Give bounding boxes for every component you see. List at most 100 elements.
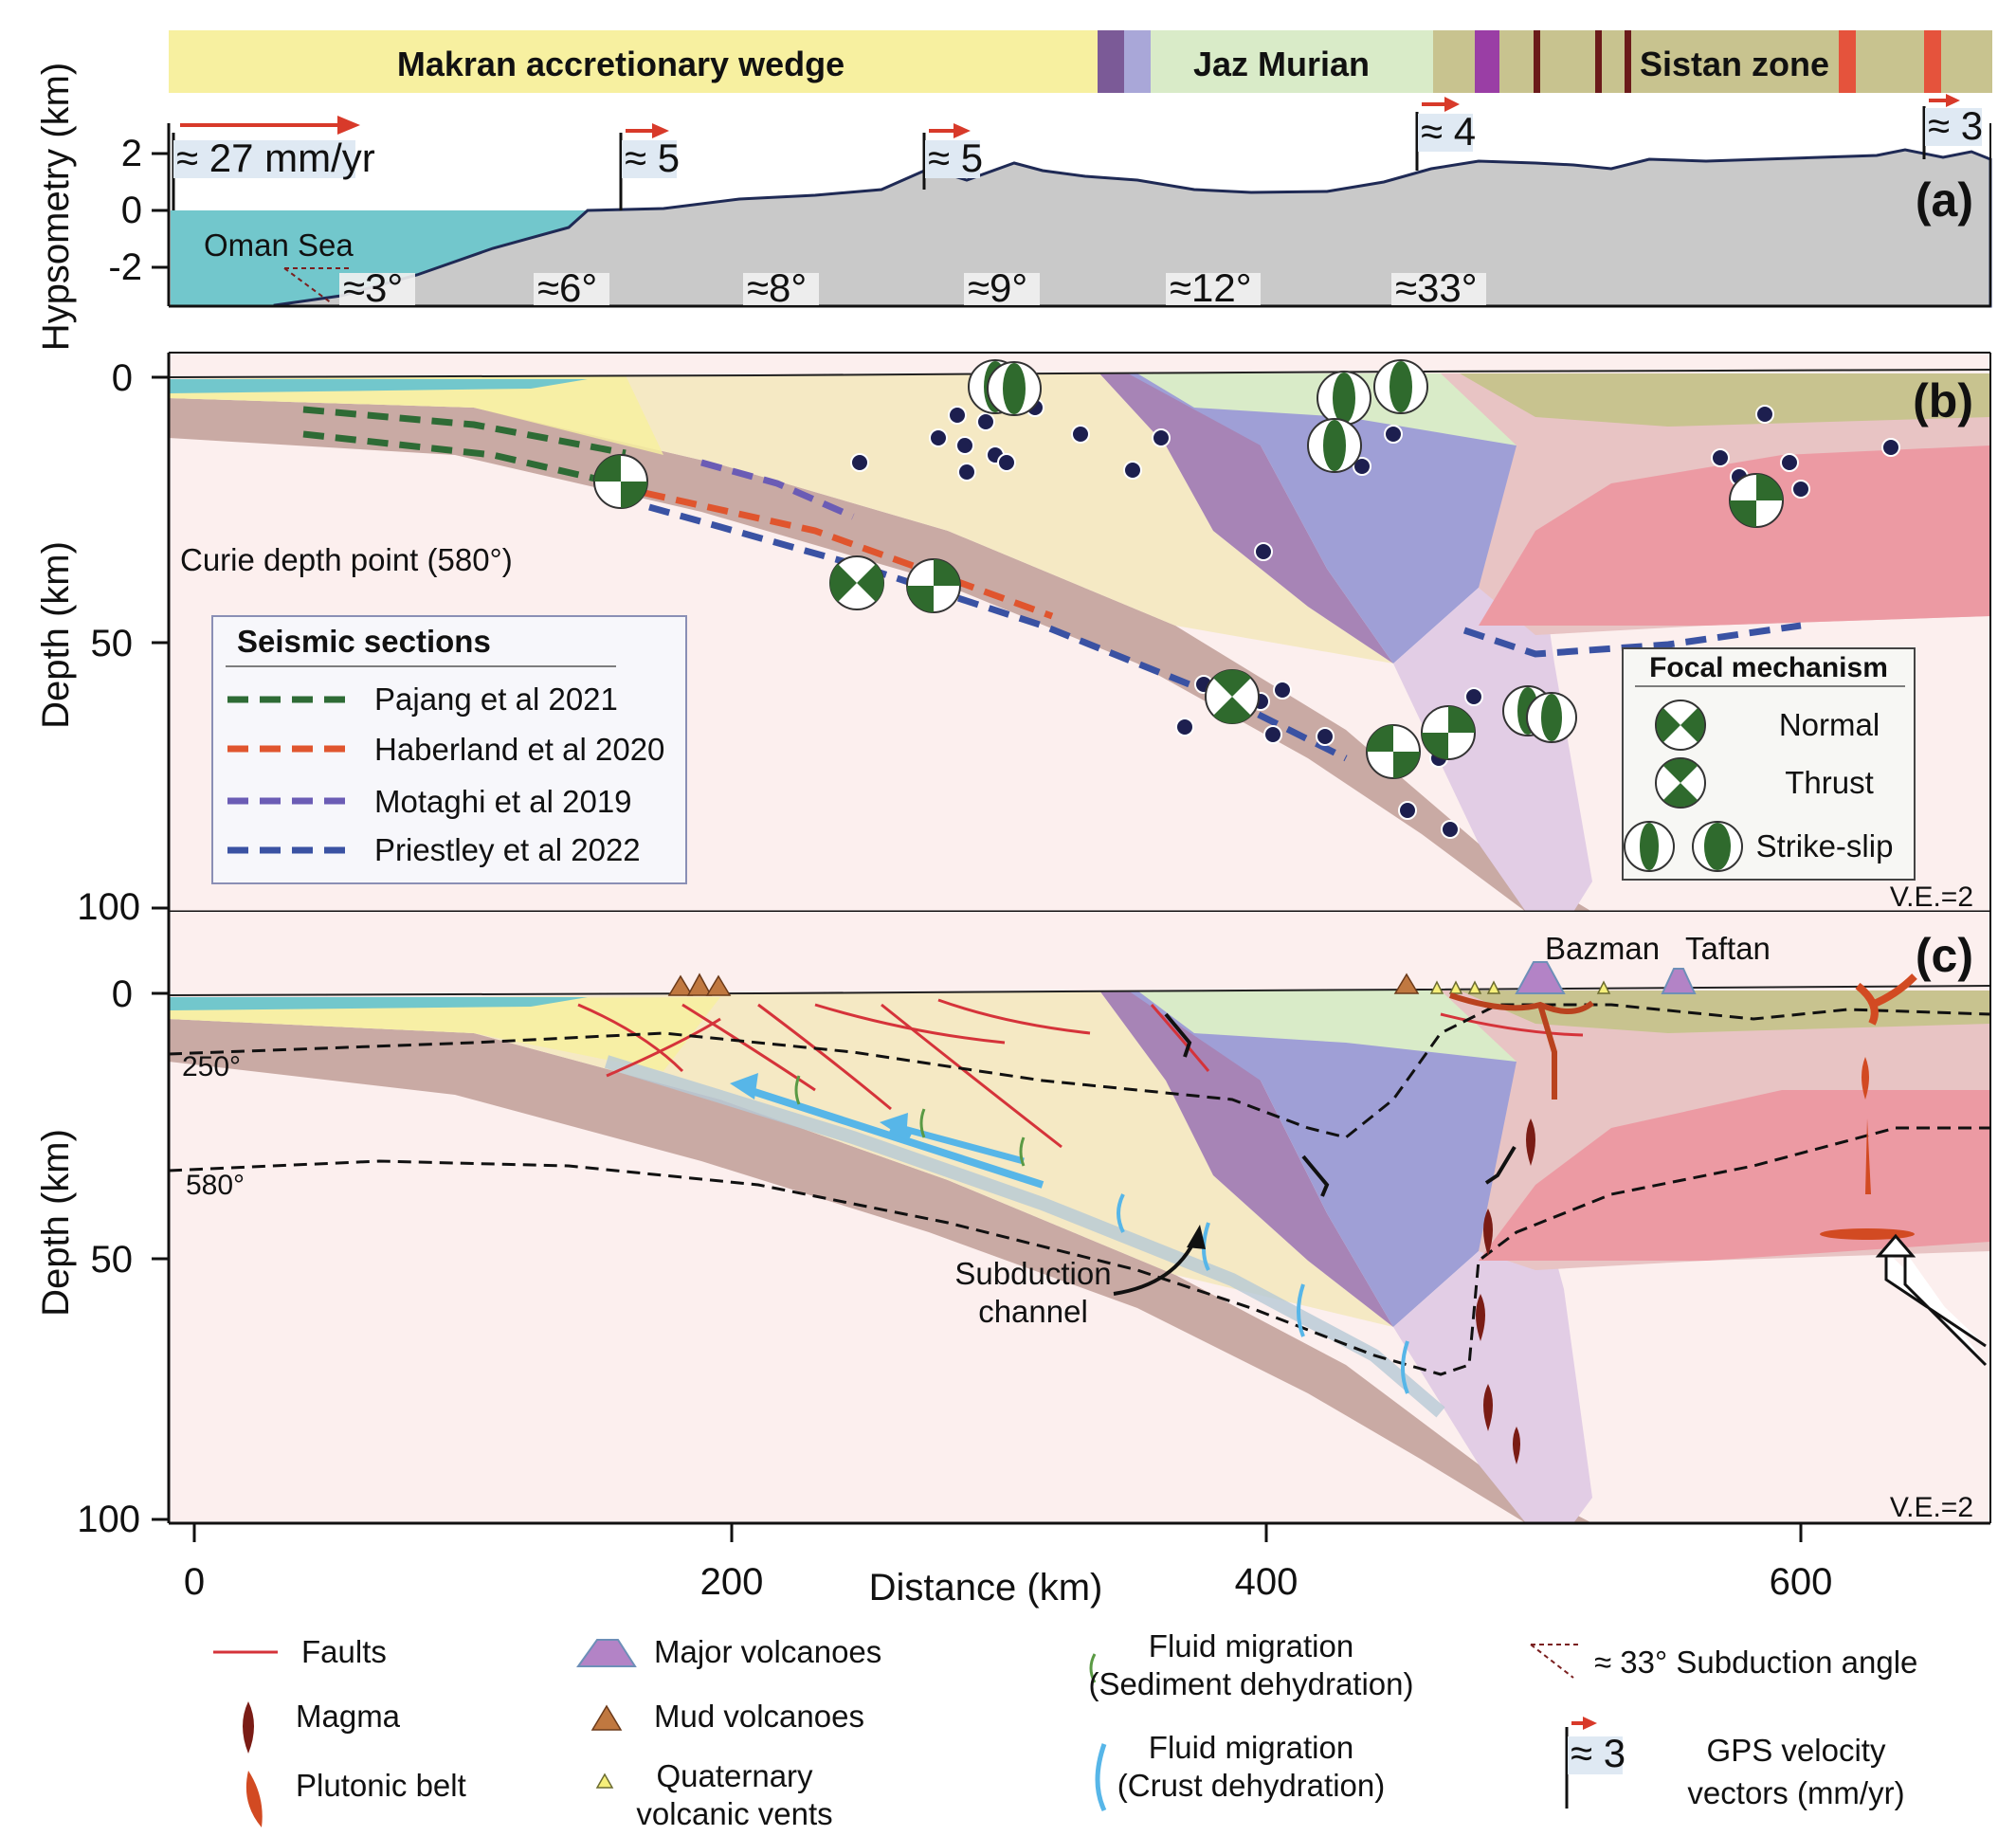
panel-b-ve: V.E.=2 xyxy=(1890,882,1973,913)
q-vent xyxy=(1429,980,1444,994)
fault-line xyxy=(681,1003,816,1092)
red-strip-2 xyxy=(1924,30,1941,93)
priestley-line-1 xyxy=(648,503,1348,762)
panel-a-y-label: Hypsometry (km) xyxy=(35,63,77,351)
angle-bg-1 xyxy=(339,273,415,305)
panel-b-label: (b) xyxy=(1913,374,1973,427)
pajang-line-2 xyxy=(302,430,617,487)
oman-sea-fill xyxy=(171,210,588,306)
legend-gps-arrowhead xyxy=(1583,1717,1597,1730)
gps-vectors: ≈ 27 mm/yr ≈ 5 ≈ 5 ≈ 4 ≈ 3 xyxy=(172,94,1983,210)
beachball-normal-5 xyxy=(1421,705,1476,760)
dark-strip-3 xyxy=(1625,30,1631,93)
gps-value-3: ≈ 3 xyxy=(1928,103,1983,148)
legend-angle-label: ≈ 33° Subduction angle xyxy=(1594,1645,1917,1680)
sistan-olive-c xyxy=(1460,991,1990,1033)
taftan-label: Taftan xyxy=(1685,931,1771,966)
eq-dot xyxy=(948,406,967,425)
makran-label: Makran accretionary wedge xyxy=(397,45,845,83)
angle-3: ≈3° xyxy=(343,265,403,310)
magma-drop xyxy=(1526,1118,1535,1166)
eq-dot xyxy=(1353,457,1371,476)
gps-box-1 xyxy=(173,140,355,178)
panel-a: 2 0 -2 Hypsometry (km) (a) Oman Sea ≈3° … xyxy=(35,63,1992,351)
surface-c xyxy=(168,985,1991,996)
seismic-sections-legend: Seismic sections Pajang et al 2021 Haber… xyxy=(211,615,687,884)
subduction-channel-band xyxy=(604,1055,1445,1418)
taftan-volcano xyxy=(1661,968,1697,994)
fault-line xyxy=(881,1003,1062,1149)
dark-strip-2 xyxy=(1595,30,1602,93)
eq-dot xyxy=(976,412,995,431)
x-tick-label-600: 600 xyxy=(1770,1561,1833,1603)
purple-body-c xyxy=(1099,991,1393,1327)
y-tick-b-50: 50 xyxy=(91,623,134,664)
eq-dot xyxy=(1755,405,1774,424)
legend-normal-ball xyxy=(1655,700,1706,751)
magma-drop xyxy=(1483,1384,1493,1431)
gps-value-5a: ≈ 5 xyxy=(625,136,680,180)
magma-drop xyxy=(1513,1427,1520,1464)
sistan-label: Sistan zone xyxy=(1640,45,1829,83)
legend-priestley-label: Priestley et al 2022 xyxy=(374,832,641,867)
gps-value-4: ≈ 4 xyxy=(1421,109,1476,154)
gps-box-3 xyxy=(925,140,980,178)
focal-mechanism-legend: Focal mechanism Normal Thrust Strike-sli… xyxy=(1622,647,1916,881)
makran-zone-block xyxy=(169,30,1098,93)
eq-dot xyxy=(1780,453,1799,472)
angle-8: ≈8° xyxy=(747,265,807,310)
legend-plutonic-label: Plutonic belt xyxy=(296,1768,466,1803)
relief-fill xyxy=(273,148,1992,308)
legend-plutonic-swatch xyxy=(245,1771,263,1827)
legend-quaternary-line-2: volcanic vents xyxy=(636,1796,832,1831)
pink-crust-body-c xyxy=(1479,1090,1990,1261)
subduction-channel-arrowhead xyxy=(1187,1225,1206,1249)
angle-6: ≈6° xyxy=(537,265,597,310)
beachball-strike-3 xyxy=(1317,371,1371,426)
angle-bg-2 xyxy=(534,273,609,305)
wedge-yellow-b xyxy=(169,375,663,455)
sed-fluid-arrow xyxy=(1019,1136,1026,1167)
subduction-channel-label-2: channel xyxy=(978,1294,1088,1329)
jaz-murian-label: Jaz Murian xyxy=(1193,45,1370,83)
isotherm-250-label: 250° xyxy=(182,1051,241,1082)
gps-arrowhead-2 xyxy=(652,123,669,138)
eq-dot xyxy=(1441,820,1460,839)
angle-symbol-slant xyxy=(283,267,333,304)
angle-12: ≈12° xyxy=(1170,265,1252,310)
magma-drop xyxy=(1483,1209,1493,1256)
q-vent xyxy=(1486,980,1501,994)
purple-body-b xyxy=(1099,373,1393,664)
sediment-fluid-arrows xyxy=(794,1075,1026,1167)
fault-line xyxy=(1440,1012,1584,1037)
blue-violet-body-c xyxy=(1128,991,1554,1327)
purple-strip xyxy=(1098,30,1124,93)
y-tick-c-0: 0 xyxy=(112,973,133,1015)
motion-arrow xyxy=(1301,1154,1330,1197)
gps-arrowhead-3 xyxy=(954,123,971,138)
gps-arrowhead-1 xyxy=(337,116,360,135)
curie-label: Curie depth point (580°) xyxy=(180,542,513,577)
jaz-green-c xyxy=(1137,991,1554,1062)
beachball-normal-1 xyxy=(593,454,648,509)
legend-major-volcano-label: Major volcanoes xyxy=(654,1634,881,1669)
fluid-long-arrow-2 xyxy=(899,1124,1025,1165)
sistan-olive-b xyxy=(1460,373,1990,427)
eq-dot xyxy=(850,453,869,472)
eq-dot xyxy=(997,453,1016,472)
pajang-line-1 xyxy=(302,406,627,457)
eq-dot xyxy=(1273,681,1292,700)
panel-a-label: (a) xyxy=(1916,173,1973,227)
sea-sliver-c xyxy=(169,997,588,1010)
legend-magma-swatch xyxy=(243,1701,254,1754)
q-vent xyxy=(1467,980,1482,994)
mud-volcano xyxy=(1393,973,1420,994)
beachball-normal-2 xyxy=(829,555,884,610)
motaghi-line xyxy=(700,459,855,520)
legend-quaternary-line-1: Quaternary xyxy=(656,1758,813,1793)
angle-labels: ≈3° ≈6° ≈8° ≈9° ≈12° ≈33° xyxy=(339,265,1486,310)
motion-arrow xyxy=(1164,1012,1192,1058)
legend-mud-volcano-label: Mud volcanoes xyxy=(654,1699,864,1734)
angle-bg-6 xyxy=(1391,273,1486,305)
legend-sed-fluid-line-2: (Sediment dehydration) xyxy=(1088,1666,1413,1701)
